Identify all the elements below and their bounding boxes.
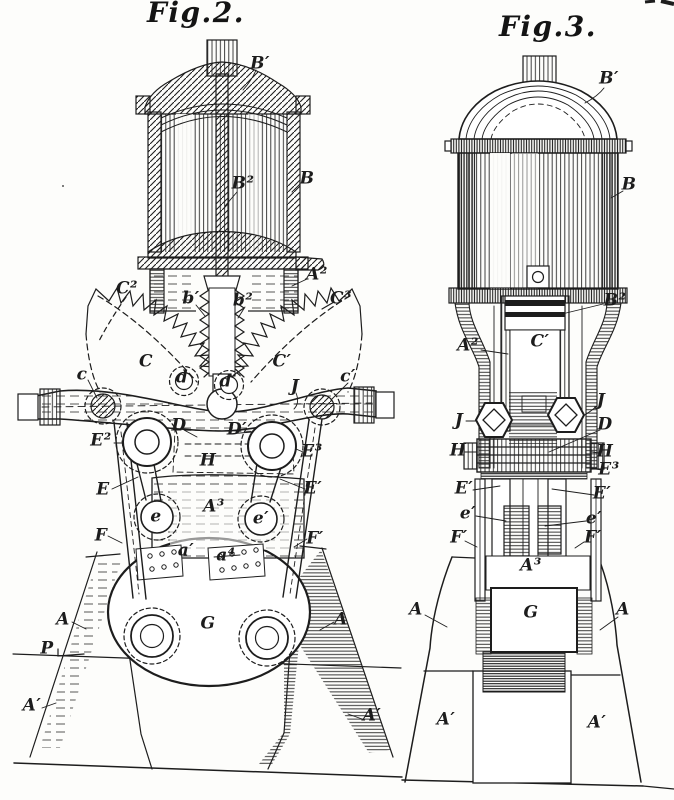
fig3-drawing [401, 55, 674, 790]
fig3-label-E-prime-left: E′ [454, 478, 474, 499]
fig3-label-J-right: J [596, 390, 606, 411]
scan-speck [62, 185, 64, 187]
sheet-edge-marks [62, 0, 674, 197]
fig2-label-A-prime-right: A′ [362, 705, 382, 726]
fig2-pin-c [90, 393, 116, 419]
fig2-title: Fig.2. [146, 0, 246, 29]
fig2-label-E-prime: E′ [303, 478, 323, 499]
fig3-label-E3: E³ [598, 459, 620, 480]
fig2-label-A-left: A [56, 609, 70, 630]
fig3-cylinder [444, 55, 633, 304]
fig2-drawing [12, 39, 403, 778]
fig2-label-G: G [200, 613, 216, 634]
fig3-label-A3: A³ [520, 555, 542, 576]
fig2-label-C2: C² [116, 278, 138, 299]
fig2-label-a-prime: a′ [177, 540, 195, 561]
fig3-title: Fig.3. [498, 10, 598, 43]
fig2-label-B2-rod: B² [231, 173, 255, 194]
fig3-label-G: G [523, 602, 539, 623]
fig2-label-P: P [40, 638, 54, 659]
fig3-label-H-right: H [596, 441, 614, 462]
fig2-piston-rod [215, 73, 229, 281]
fig3-label-A-prime-left: A′ [436, 709, 456, 730]
fig3-label-B2: B² [603, 290, 627, 311]
fig2-label-e-small: e [150, 506, 162, 527]
fig3-label-e-prime-left: e′ [459, 503, 477, 524]
fig3-label-A2: A² [457, 335, 479, 356]
fig2-rack-end [206, 388, 238, 420]
fig2-label-c-small: c [76, 364, 88, 385]
fig2-label-A-prime-left: A′ [22, 695, 42, 716]
fig3-label-F-prime-right: F′ [584, 527, 602, 548]
fig2-pivot-bearings [115, 410, 304, 543]
fig3-lower-frame [472, 555, 593, 784]
fig2-label-b2: b² [232, 290, 254, 311]
fig2-label-J: J [290, 376, 300, 397]
fig2-label-D-prime: D′ [226, 419, 248, 440]
fig3-label-D: D [597, 414, 613, 435]
fig3-frame-a3 [485, 555, 591, 591]
fig2-label-F-prime: F′ [306, 528, 324, 549]
fig3-label-e-prime-right: e′ [585, 508, 603, 529]
fig2-label-A2: A² [306, 264, 328, 285]
fig3-label-A-prime-right: A′ [587, 712, 607, 733]
fig2-label-C-prime-sector: C′ [272, 351, 292, 372]
fig2-label-c-small-prime: c′ [340, 366, 356, 387]
fig2-label-F: F [94, 525, 108, 546]
fig2-label-H: H [199, 450, 217, 471]
fig2-label-E2: E² [90, 430, 112, 451]
fig3-label-B-prime: B′ [599, 68, 619, 89]
fig2-label-e-small-prime: e′ [252, 508, 270, 529]
fig3-label-F-prime-left: F′ [450, 527, 468, 548]
fig3-dome-cap [458, 80, 618, 140]
fig3-label-H-left: H [449, 440, 467, 461]
fig2-label-a4: a⁴ [216, 545, 236, 566]
fig2-label-D: D [171, 415, 187, 436]
fig3-leader-lines [424, 87, 624, 631]
fig3-crosshead [463, 392, 605, 480]
fig2-label-C3: C³ [330, 288, 352, 309]
fig2-label-A3: A³ [203, 496, 225, 517]
fig3-label-E-prime-right: E′ [592, 483, 612, 504]
fig2-rocker-beam [17, 386, 395, 432]
fig3-crank-g [490, 587, 578, 653]
fig3-label-J-left: J [454, 410, 464, 431]
fig2-cylinder [135, 39, 325, 314]
fig2-bolt-plates [135, 543, 266, 581]
scan-speck [611, 195, 613, 197]
fig2-label-E3: E³ [301, 441, 323, 462]
fig2-label-b-prime: b′ [182, 288, 200, 309]
fig3-nut-j-left [474, 402, 514, 438]
fig2-label-d-small-prime: d′ [219, 371, 237, 392]
fig2-pin-c-prime [309, 394, 335, 420]
fig2-label-B: B [299, 168, 315, 189]
fig3-label-C-prime: C′ [530, 331, 550, 352]
fig2-pedestal [12, 545, 403, 778]
fig3-links [474, 478, 602, 602]
fig3-label-A-left: A [409, 599, 423, 620]
fig2-label-d-small: d [175, 367, 189, 388]
fig2-label-B-prime: B′ [250, 53, 270, 74]
fig2-rack [168, 287, 246, 420]
fig2-label-A-right: A [334, 609, 348, 630]
fig2-leader-lines [41, 69, 363, 720]
fig2-label-C-sector: C [138, 351, 154, 372]
fig2-label-E: E [96, 479, 110, 500]
fig3-label-B: B [621, 174, 637, 195]
fig3-label-A-right: A [616, 599, 630, 620]
